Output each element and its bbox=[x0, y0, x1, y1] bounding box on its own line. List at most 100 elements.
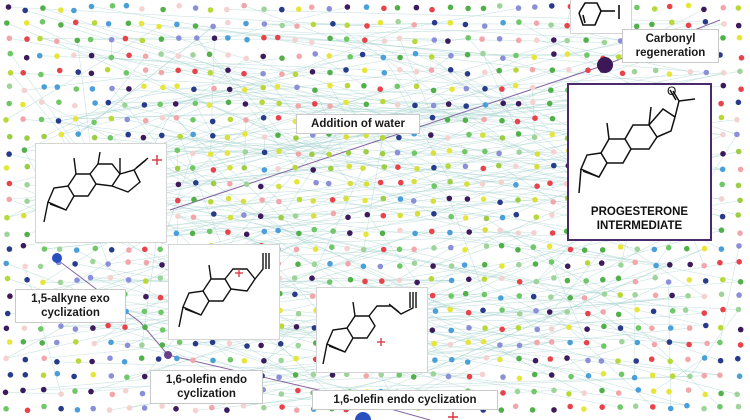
network-node bbox=[534, 163, 540, 170]
network-node bbox=[6, 196, 12, 203]
network-node bbox=[445, 38, 451, 44]
network-edge bbox=[195, 261, 740, 344]
network-node bbox=[243, 117, 249, 123]
network-edge bbox=[500, 229, 636, 263]
network-edge bbox=[363, 137, 383, 250]
network-node bbox=[448, 52, 454, 59]
network-node bbox=[22, 263, 28, 270]
network-edge bbox=[382, 137, 503, 154]
network-node bbox=[244, 36, 250, 43]
network-node bbox=[54, 370, 61, 377]
network-node bbox=[292, 291, 298, 298]
network-node bbox=[105, 21, 112, 27]
network-node bbox=[174, 165, 181, 172]
highlighted-node bbox=[52, 253, 62, 263]
network-edge bbox=[484, 263, 536, 280]
network-node bbox=[90, 325, 96, 331]
network-node bbox=[514, 118, 521, 125]
network-edge bbox=[176, 24, 415, 119]
network-node bbox=[479, 371, 486, 378]
network-node bbox=[329, 244, 335, 250]
network-node bbox=[20, 101, 26, 108]
network-node bbox=[566, 391, 572, 397]
network-node bbox=[292, 164, 299, 171]
network-node bbox=[615, 311, 622, 318]
network-node bbox=[311, 261, 318, 268]
network-edge bbox=[6, 22, 330, 155]
network-node bbox=[109, 3, 116, 9]
network-node bbox=[155, 356, 162, 362]
network-node bbox=[601, 291, 608, 297]
network-node bbox=[411, 178, 417, 185]
network-node bbox=[23, 20, 30, 26]
network-node bbox=[381, 70, 388, 76]
network-edge bbox=[566, 6, 571, 26]
network-node bbox=[445, 101, 452, 107]
network-node bbox=[173, 115, 180, 121]
network-node bbox=[735, 403, 742, 410]
network-node bbox=[534, 183, 540, 189]
network-node bbox=[3, 325, 10, 332]
network-edge bbox=[228, 375, 690, 392]
network-node bbox=[312, 101, 318, 107]
network-edge bbox=[195, 103, 214, 136]
network-node bbox=[515, 37, 522, 44]
network-node bbox=[496, 3, 503, 9]
network-node bbox=[464, 196, 471, 202]
network-node bbox=[142, 246, 148, 253]
network-node bbox=[534, 339, 540, 346]
network-node bbox=[431, 183, 438, 189]
network-node bbox=[22, 7, 29, 14]
network-edge bbox=[449, 198, 485, 295]
network-node bbox=[531, 230, 537, 236]
network-node bbox=[464, 51, 471, 58]
network-node bbox=[6, 100, 12, 107]
network-node bbox=[618, 262, 624, 268]
network-node bbox=[564, 37, 570, 44]
network-node bbox=[210, 180, 217, 187]
network-node bbox=[291, 275, 298, 281]
network-node bbox=[499, 117, 505, 124]
network-edge bbox=[212, 133, 246, 137]
network-node bbox=[465, 339, 472, 346]
network-node bbox=[276, 183, 282, 190]
network-node bbox=[20, 339, 27, 345]
network-edge bbox=[243, 167, 296, 217]
network-node bbox=[226, 86, 233, 93]
network-node bbox=[24, 277, 30, 283]
network-node bbox=[108, 115, 115, 122]
network-node bbox=[632, 259, 638, 266]
network-node bbox=[462, 117, 469, 123]
network-node bbox=[363, 181, 370, 187]
network-node bbox=[412, 50, 419, 57]
network-node bbox=[702, 278, 709, 284]
network-node bbox=[738, 55, 745, 61]
network-node bbox=[430, 371, 437, 377]
network-node bbox=[261, 358, 267, 364]
network-node bbox=[497, 227, 504, 233]
network-node bbox=[381, 38, 388, 44]
network-node bbox=[516, 293, 523, 299]
network-node bbox=[211, 35, 218, 41]
network-node bbox=[40, 279, 46, 286]
network-node bbox=[461, 262, 468, 268]
network-node bbox=[397, 67, 403, 73]
network-node bbox=[326, 6, 333, 12]
network-node bbox=[364, 211, 371, 218]
network-node bbox=[462, 163, 469, 170]
network-node bbox=[652, 67, 659, 74]
network-edge bbox=[278, 230, 400, 281]
network-node bbox=[735, 306, 742, 313]
network-node bbox=[397, 263, 403, 269]
network-edge bbox=[465, 249, 571, 294]
network-node bbox=[126, 86, 132, 92]
network-node bbox=[176, 3, 182, 9]
network-node bbox=[735, 99, 742, 106]
network-node bbox=[412, 230, 418, 237]
network-node bbox=[124, 116, 130, 123]
network-node bbox=[685, 387, 692, 393]
network-node bbox=[532, 196, 538, 203]
network-node bbox=[156, 23, 162, 30]
network-node bbox=[39, 19, 46, 25]
network-node bbox=[109, 391, 116, 398]
